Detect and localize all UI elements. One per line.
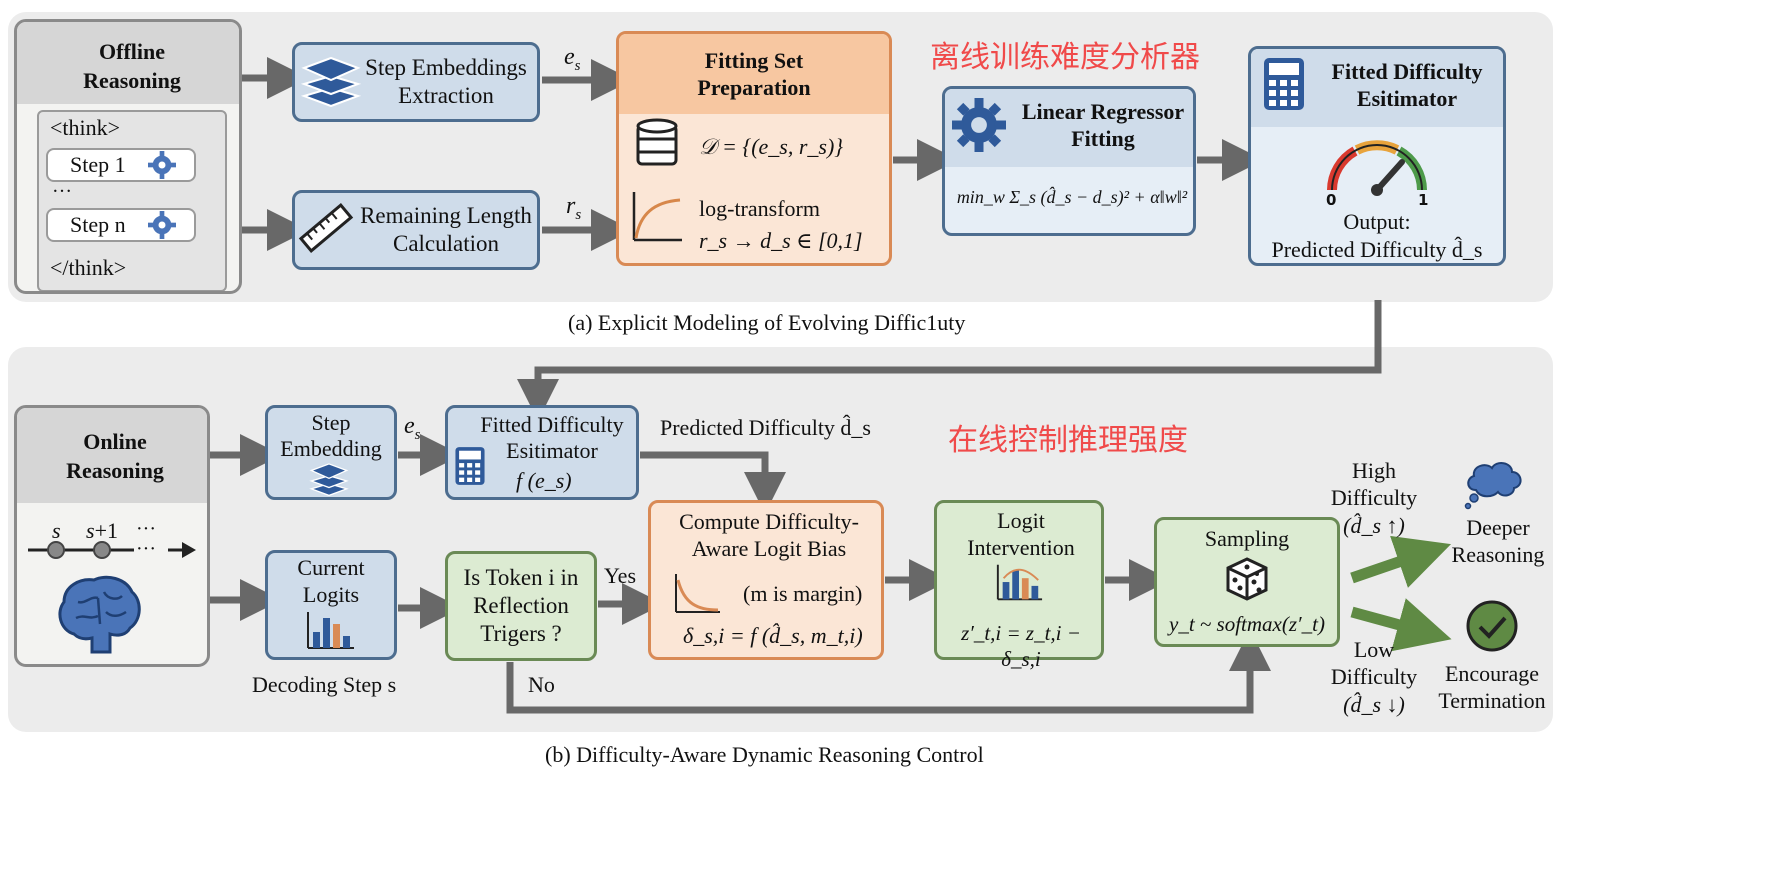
timeline-s1-label: s+1 (86, 518, 118, 543)
compute-bias-margin: (m is margin) (743, 581, 863, 606)
arrow-high-deeper (1350, 535, 1452, 588)
logit-intervention-box: Logit Intervention z′_t,i = z_t,i − δ_s,… (934, 500, 1104, 671)
bar-chart-icon (996, 564, 1043, 601)
compute-bias-formula: δ_s,i = f (d̂_s, m_t,i) (683, 623, 863, 648)
low-difficulty-label: Low Difficulty (d̂_s ↓) (1330, 637, 1418, 717)
regressor-title: Linear Regressor Fitting (1021, 99, 1185, 151)
estimator-output-label: Output: (1343, 209, 1411, 234)
encourage-termination-label: Encourage Termination (1438, 661, 1546, 714)
log-transform-label: log-transform (699, 196, 820, 221)
current-logits-label: Current Logits (297, 555, 365, 607)
gear-icon (148, 211, 176, 239)
online-zh-title: 在线控制推理强度 (948, 423, 1188, 458)
gear-icon (952, 98, 1006, 152)
compute-bias-box: Compute Difficulty-Aware Logit Bias (m i… (648, 500, 884, 660)
thought-cloud-icon (1464, 462, 1522, 510)
step-ellipsis: … (52, 175, 72, 197)
brain-icon (58, 575, 141, 654)
logit-intervention-title: Logit Intervention (967, 508, 1075, 561)
no-label: No (528, 672, 555, 697)
token-check-label: Is Token i in Reflection Trigers ? (463, 564, 579, 647)
current-logits-box: Current Logits (265, 550, 397, 660)
decoding-step-label: Decoding Step s (252, 672, 397, 697)
gauge-icon (1327, 140, 1427, 196)
dice-icon (1226, 557, 1268, 601)
token-check-box: Is Token i in Reflection Trigers ? (445, 551, 597, 661)
ruler-icon (298, 203, 354, 253)
decay-curve-icon (675, 574, 720, 613)
log-curve-icon (632, 192, 682, 242)
think-close-tag: </think> (50, 255, 127, 280)
arrow-no-sampling (506, 629, 1271, 714)
offline-title: Offline Reasoning (83, 39, 181, 93)
mapping-formula: r_s → d_s ∈ [0,1] (699, 228, 863, 253)
fitting-set-title: Fitting Set Preparation (697, 48, 811, 100)
caption-a: (a) Explicit Modeling of Evolving Diffic… (568, 310, 966, 335)
sampling-title: Sampling (1204, 526, 1290, 551)
timeline-icon (28, 541, 196, 559)
layers-icon (300, 56, 362, 108)
sampling-formula: y_t ~ softmax(z′_t) (1169, 612, 1325, 636)
yes-label: Yes (604, 563, 637, 588)
offline-zh-title: 离线训练难度分析器 (930, 40, 1200, 75)
think-container (37, 110, 227, 291)
timeline-s-label: s (52, 518, 61, 543)
gauge-min-label: 0 (1326, 191, 1337, 209)
gauge-max-label: 1 (1418, 191, 1429, 209)
step-1-bubble: Step 1 (46, 148, 196, 182)
think-open-tag: <think> (50, 115, 121, 140)
arrow-predicted-compute (640, 451, 786, 514)
high-difficulty-label: High Difficulty (d̂_s ↑) (1330, 458, 1418, 538)
check-circle-icon (1466, 600, 1518, 652)
label-rs-top: rs (566, 193, 582, 223)
step-embedding-box: Step Embedding (265, 405, 397, 500)
step-n-label: Step n (70, 212, 126, 237)
fitted-estimator-small-title: Fitted Difficulty Esitimator (480, 412, 624, 464)
timeline-dots-top: ··· (136, 518, 156, 540)
database-icon (636, 118, 678, 166)
regressor-formula: min_w Σ_s (d̂_s − d_s)² + α‖w‖² (956, 187, 1188, 207)
step-embeddings-label: Step Embeddings Extraction (365, 54, 527, 108)
step-n-bubble: Step n (46, 208, 196, 242)
online-title: Online Reasoning (66, 429, 164, 483)
logit-intervention-formula: z′_t,i = z_t,i − δ_s,i (961, 621, 1081, 671)
deeper-reasoning-label: Deeper Reasoning (1451, 515, 1545, 568)
remaining-length-label: Remaining Length Calculation (360, 202, 532, 256)
predicted-difficulty-label: Predicted Difficulty d̂_s (660, 415, 871, 440)
label-es-top: es (564, 44, 581, 74)
timeline-dots-mid: ··· (136, 538, 156, 560)
estimator-title: Fitted Difficulty Esitimator (1331, 59, 1483, 111)
estimator-predicted-label: Predicted Difficulty d̂_s (1271, 237, 1483, 262)
gear-icon (148, 151, 176, 179)
step-embedding-label: Step Embedding (280, 410, 382, 462)
arrow-estimator-down (517, 300, 1382, 421)
arrow-low-terminate (1350, 598, 1452, 652)
layers-icon (309, 463, 349, 497)
compute-bias-title: Compute Difficulty-Aware Logit Bias (679, 509, 859, 562)
remaining-length-box: Remaining Length Calculation (292, 190, 540, 270)
dataset-formula: 𝒟 = {(e_s, r_s)} (699, 134, 844, 159)
fitted-estimator-func: f (e_s) (516, 468, 572, 493)
label-es-bottom: es (404, 413, 421, 443)
bar-chart-icon (307, 612, 354, 649)
caption-b: (b) Difficulty-Aware Dynamic Reasoning C… (545, 742, 984, 767)
calculator-icon (455, 447, 485, 485)
fitting-set-box: Fitting Set Preparation 𝒟 = {(e_s, r_s)}… (616, 31, 892, 266)
calculator-icon (1264, 58, 1304, 110)
step-1-label: Step 1 (70, 152, 126, 177)
